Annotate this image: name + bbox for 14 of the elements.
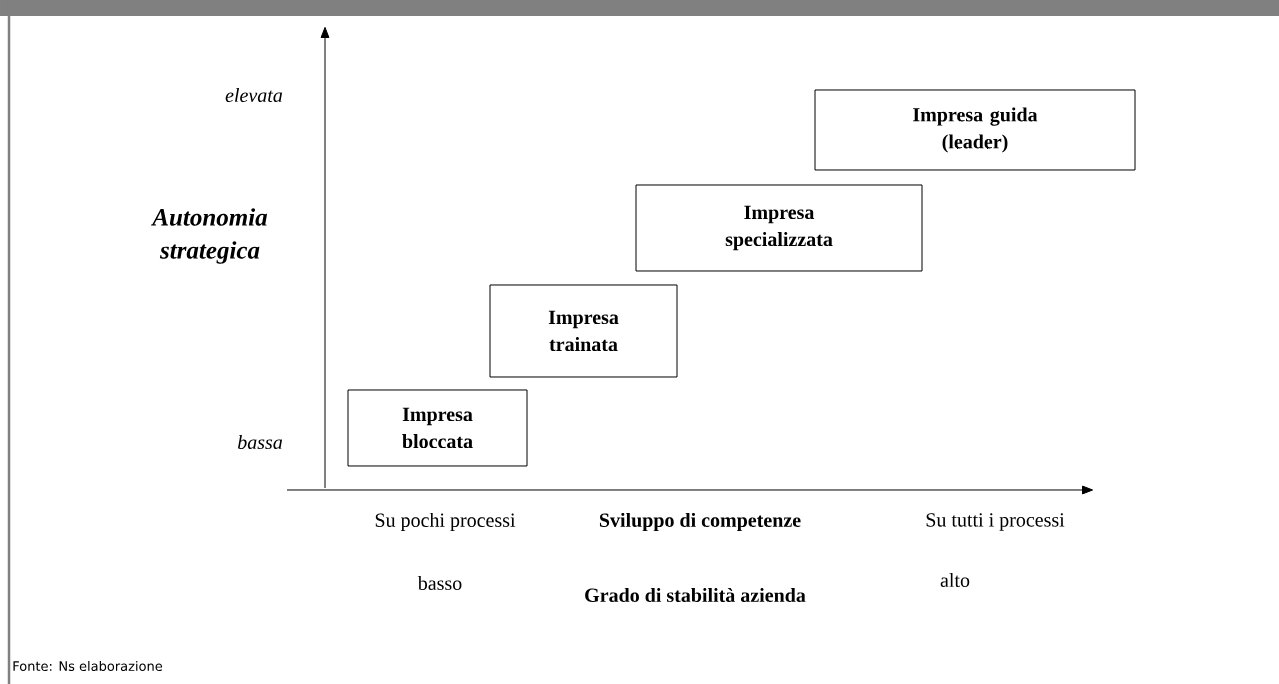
axis-label: Su pochi processi: [375, 512, 516, 532]
axis-label: Autonomia strategica: [151, 208, 268, 264]
stage-box: Impresa bloccata: [347, 389, 528, 467]
axis-label: elevata: [225, 87, 283, 103]
source-note: Fonte: Ns elaborazione: [13, 660, 163, 671]
stage-box: Impresa specializzata: [635, 184, 923, 272]
axis-label: Su tutti i processi: [926, 513, 1065, 531]
axis-label: Grado di stabilità azienda: [585, 587, 806, 602]
stage-box: Impresa trainata: [489, 284, 678, 378]
stage-box: Impresa guida (leader): [814, 89, 1136, 171]
axis-label: basso: [417, 575, 462, 590]
axis-label: alto: [940, 572, 970, 587]
axis-label: bassa: [238, 434, 283, 450]
axis-label: Sviluppo di competenze: [599, 512, 801, 532]
